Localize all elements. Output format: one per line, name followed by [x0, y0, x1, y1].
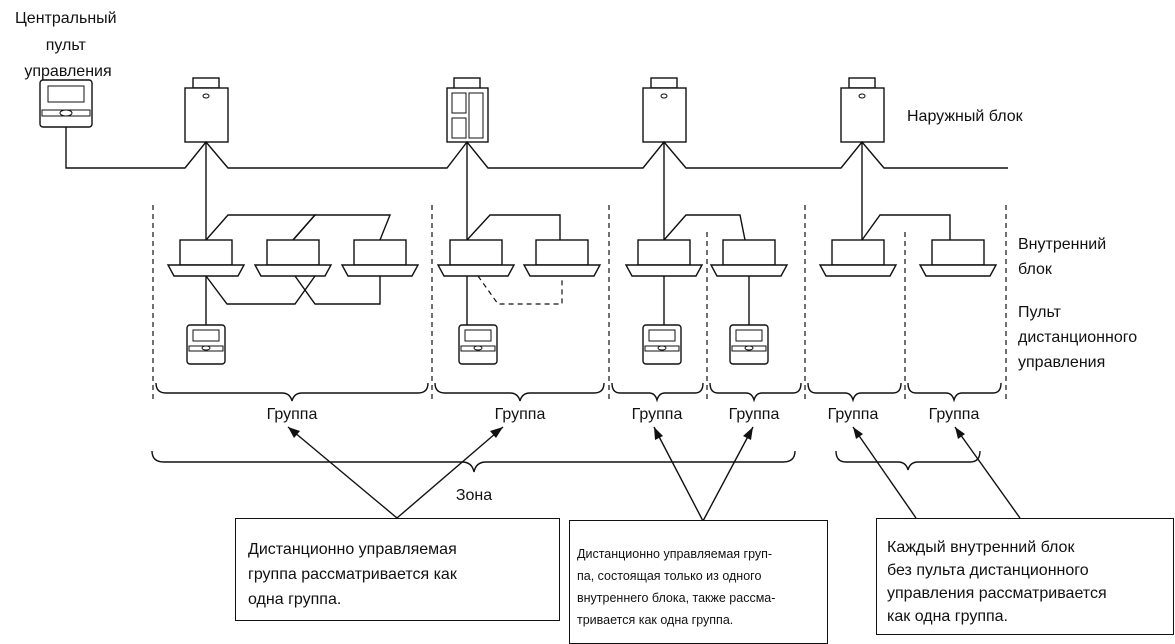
- note-single-unit-group: Дистанционно управляемая груп- па, состо…: [569, 520, 828, 644]
- indoor-unit-label-line: блок: [1018, 261, 1053, 278]
- note-line: Каждый внутренний блок: [887, 539, 1075, 556]
- indoor-unit-icon: [166, 239, 246, 277]
- indoor-unit-icon: [818, 239, 898, 277]
- group-label: Группа: [929, 406, 980, 423]
- outdoor-unit-icon-4: [840, 77, 885, 143]
- remote-controller-label-line: управления: [1018, 354, 1105, 371]
- outdoor-unit-icon-2: [446, 77, 489, 143]
- indoor-unit-icon: [340, 239, 420, 277]
- note-line: Дистанционно управляемая: [248, 541, 457, 558]
- pointer-arrows: [287, 426, 1021, 522]
- remote-controller-icon: [729, 324, 769, 365]
- note-no-remote-group: Каждый внутренний блок без пульта дистан…: [876, 518, 1174, 635]
- group-label: Группа: [632, 406, 683, 423]
- central-controller-label-line: пульт: [46, 37, 87, 54]
- outdoor-unit-icon-1: [184, 77, 229, 143]
- note-line: без пульта дистанционного: [887, 562, 1089, 579]
- indoor-units: [166, 239, 998, 277]
- note-line: па, состоящая только из одного: [577, 569, 762, 583]
- central-controller-label-line: Центральный: [15, 10, 117, 27]
- control-wiring: [205, 275, 750, 325]
- zone-brace-small: [835, 450, 981, 471]
- note-line: как одна группа.: [887, 608, 1008, 625]
- indoor-unit-label: Внутренний блок: [1018, 236, 1111, 278]
- remote-controller-label: Пульт дистанционного управления: [1018, 304, 1142, 371]
- group-label: Группа: [828, 406, 879, 423]
- group-separators: [152, 205, 1007, 400]
- group-braces: [155, 382, 1002, 403]
- indoor-unit-icon: [522, 239, 602, 277]
- zone-label: Зона: [456, 487, 492, 504]
- indoor-unit-label-line: Внутренний: [1018, 236, 1106, 253]
- central-bus-line: [65, 127, 1008, 169]
- note-line: одна группа.: [248, 591, 342, 608]
- note-line: Дистанционно управляемая груп-: [577, 547, 773, 561]
- indoor-unit-icon: [253, 239, 333, 277]
- indoor-unit-icon: [918, 239, 998, 277]
- remote-controller-icon: [458, 324, 498, 365]
- note-line: управления рассматривается: [887, 585, 1107, 602]
- remote-controller-icon: [186, 324, 226, 365]
- indoor-unit-icon: [436, 239, 516, 277]
- indoor-unit-icon: [709, 239, 789, 277]
- note-remote-group: Дистанционно управляемая группа рассматр…: [235, 518, 560, 621]
- group-label: Группа: [729, 406, 780, 423]
- remote-controller-label-line: Пульт: [1018, 304, 1062, 321]
- note-line: тривается как одна группа.: [577, 613, 734, 627]
- outdoor-unit-label: Наружный блок: [907, 108, 1024, 125]
- remote-controllers: [186, 324, 769, 365]
- indoor-unit-icon: [624, 239, 704, 277]
- remote-controller-label-line: дистанционного: [1018, 329, 1137, 346]
- note-line: группа рассматривается как: [248, 566, 457, 583]
- outdoor-unit-icon-3: [642, 77, 687, 143]
- note-line: внутреннего блока, также рассма-: [577, 591, 776, 605]
- central-controller-label-line: управления: [24, 63, 111, 80]
- central-controller-label: Центральный пульт управления: [15, 10, 121, 80]
- central-controller-icon: [39, 79, 93, 128]
- zone-brace: [151, 450, 796, 473]
- refrigerant-lines: [205, 142, 951, 241]
- remote-controller-icon: [642, 324, 682, 365]
- group-label: Группа: [267, 406, 318, 423]
- group-label: Группа: [495, 406, 546, 423]
